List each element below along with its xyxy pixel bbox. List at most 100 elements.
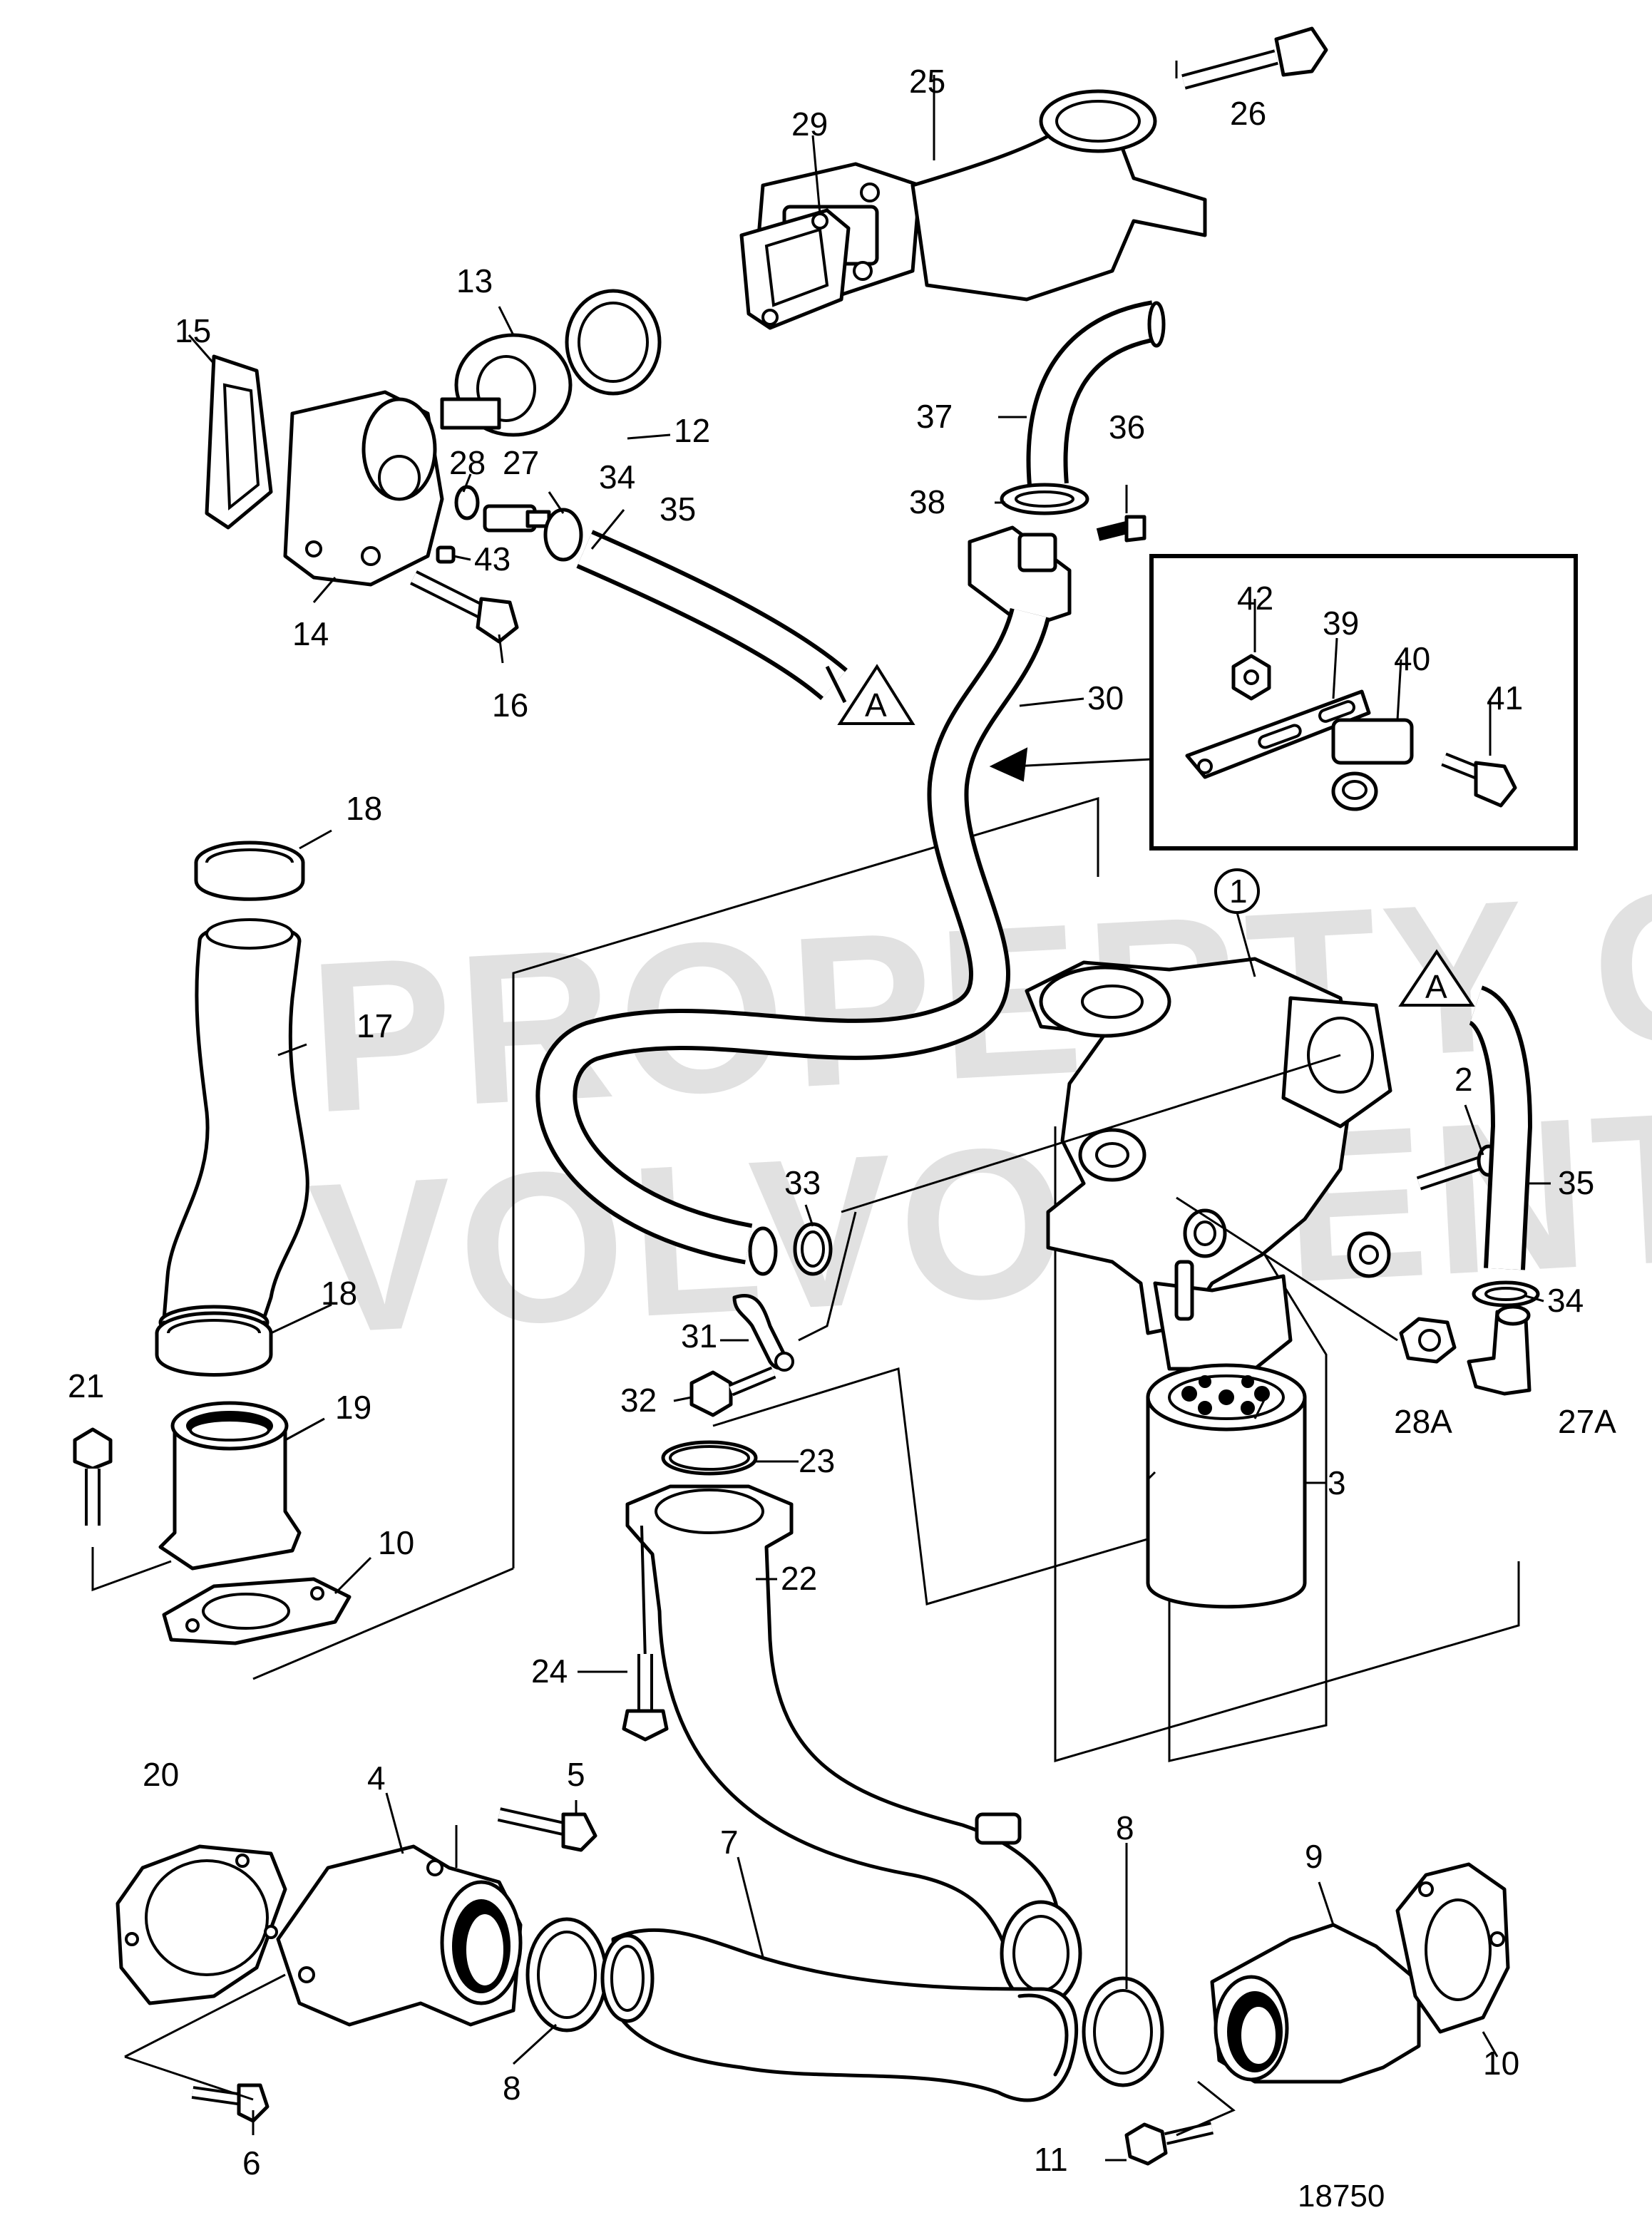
callout-34-lower: 34: [1547, 1282, 1584, 1319]
callout-7: 7: [720, 1824, 739, 1861]
callout-27: 27: [503, 444, 539, 481]
callout-15: 15: [175, 312, 211, 349]
bolt-32: [689, 1366, 776, 1417]
connection-marker-A-upper: A: [837, 664, 915, 725]
callout-21: 21: [68, 1367, 104, 1404]
oil-filter-3: [1146, 1363, 1307, 1609]
callout-35-upper: 35: [660, 490, 696, 528]
callout-24: 24: [531, 1653, 568, 1690]
callout-28: 28: [449, 444, 486, 481]
callout-3: 3: [1328, 1464, 1346, 1501]
callout-33: 33: [784, 1164, 821, 1201]
callout-1: 1: [1229, 873, 1248, 910]
callout-40: 40: [1394, 640, 1430, 677]
elbow-9: [1210, 1923, 1421, 2084]
callout-23: 23: [799, 1442, 835, 1479]
gasket-10-left: [162, 1577, 352, 1645]
callout-6: 6: [242, 2144, 261, 2182]
connector-19: [158, 1401, 302, 1571]
pipe-17: [158, 918, 309, 1372]
hose-clamp-34-lower: [1472, 1280, 1540, 1307]
adapter-28A: [1399, 1317, 1457, 1364]
nipple-27: [483, 504, 551, 533]
callout-35-lower: 35: [1558, 1164, 1594, 1201]
hose-37: [1026, 300, 1166, 487]
callout-8-right: 8: [1116, 1809, 1134, 1846]
bolt-16: [410, 570, 519, 644]
callout-13: 13: [456, 262, 493, 299]
seal-ring-18-upper: [194, 841, 305, 901]
washer-28: [454, 485, 480, 520]
callout-10-right: 10: [1483, 2045, 1519, 2082]
hose-clamp-38: [1000, 483, 1089, 515]
callout-38: 38: [909, 483, 945, 520]
callout-1-circle: [1214, 868, 1260, 914]
callout-10-left: 10: [378, 1524, 414, 1561]
callout-31: 31: [681, 1317, 717, 1355]
bolt-21: [73, 1427, 172, 1592]
thermostat-13: [440, 333, 573, 437]
bolt-24: [622, 1525, 669, 1742]
bolt-11: [1124, 2122, 1214, 2166]
pipe-bracket: [968, 525, 1072, 629]
bolt-26: [1181, 26, 1328, 90]
callout-26: 26: [1230, 95, 1266, 132]
coolant-pipe-30: [535, 607, 1051, 1276]
pipe-7: [600, 1928, 1079, 2102]
callout-12: 12: [674, 412, 710, 449]
bracket-39: [1185, 689, 1371, 779]
o-ring-23: [661, 1440, 758, 1476]
callout-4: 4: [367, 1759, 386, 1797]
marker-A-right-label: A: [1425, 968, 1447, 1005]
callout-32: 32: [620, 1382, 657, 1419]
elbow-27A: [1467, 1305, 1532, 1396]
callout-2: 2: [1455, 1061, 1473, 1098]
gasket-20: [116, 1844, 287, 2005]
nut-42: [1231, 654, 1271, 701]
thermostat-housing-14: [283, 390, 444, 587]
callout-19: 19: [335, 1389, 371, 1426]
callout-37: 37: [916, 398, 953, 435]
callout-25: 25: [909, 63, 945, 100]
callout-22: 22: [781, 1560, 817, 1597]
callout-36: 36: [1109, 408, 1145, 446]
callout-5: 5: [567, 1756, 585, 1793]
bolt-5: [455, 1807, 597, 1868]
callout-17: 17: [356, 1007, 393, 1044]
clip-40: [1331, 718, 1414, 811]
elbow-4: [276, 1844, 523, 2027]
callout-16: 16: [492, 687, 528, 724]
callout-34-upper: 34: [599, 458, 635, 495]
callout-8-left: 8: [503, 2070, 521, 2107]
bolt-41: [1441, 752, 1517, 808]
hose-clamp-34: [543, 508, 583, 562]
clip-31: [732, 1293, 794, 1372]
bolt-6: [191, 2083, 270, 2123]
assembly-leader-lines: [252, 796, 1520, 1763]
gasket-15: [205, 354, 273, 530]
callout-43: 43: [474, 540, 511, 577]
hose-35-upper: [576, 530, 848, 704]
seal-ring-18-lower: [155, 1311, 273, 1377]
callout-11: 11: [1034, 2141, 1068, 2178]
callout-leaders: [124, 61, 1551, 2162]
callout-39: 39: [1323, 605, 1359, 642]
callout-41: 41: [1487, 679, 1523, 716]
callout-20: 20: [143, 1756, 179, 1793]
connection-marker-A-right: A: [1398, 949, 1475, 1007]
gasket-10-right: [1395, 1862, 1510, 2034]
callout-18-upper: 18: [346, 790, 382, 827]
callout-14: 14: [292, 615, 329, 652]
callout-labels: 1 2 3 4 5 6 7 8 8 9 10 10 11 12 13 14 15…: [68, 63, 1616, 2182]
o-ring-33: [793, 1222, 833, 1276]
marker-A-upper-label: A: [865, 687, 887, 724]
gasket-29: [739, 208, 851, 330]
bolt-36: [1096, 515, 1146, 543]
seal-ring-8-left: [525, 1917, 608, 2033]
reference-number: 18750: [1298, 2179, 1385, 2214]
coolant-pump-housing-1: [1025, 957, 1392, 1371]
seal-ring-8-right: [1082, 1976, 1164, 2087]
callout-27A: 27A: [1558, 1403, 1616, 1440]
plug-43: [436, 545, 456, 564]
